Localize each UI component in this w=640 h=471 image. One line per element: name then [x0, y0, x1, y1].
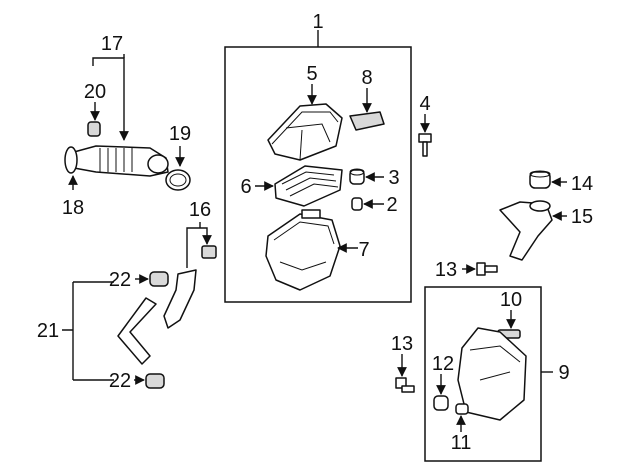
callout-2: 2 [386, 194, 397, 216]
intake-hose-lower [163, 269, 197, 329]
grommet [349, 168, 365, 185]
callout-10: 10 [500, 289, 522, 311]
hose-clamp-right [165, 169, 191, 191]
callout-5: 5 [306, 63, 317, 85]
hose-clamp-left [64, 146, 78, 174]
callout-4: 4 [419, 93, 430, 115]
bolt-upper [476, 262, 498, 276]
callout-17: 17 [101, 33, 123, 55]
inlet-duct-tab [349, 111, 385, 131]
clip [87, 121, 101, 137]
connector [201, 245, 217, 259]
callout-13-upper: 13 [435, 259, 457, 281]
plug [433, 395, 449, 411]
intake-hose [73, 145, 169, 177]
air-cleaner-lower-housing [265, 209, 341, 291]
hose-clamp-lower [145, 373, 165, 389]
callout-22-lower: 22 [109, 370, 131, 392]
callout-16: 16 [189, 199, 211, 221]
callout-18: 18 [62, 197, 84, 219]
callout-11: 11 [451, 432, 472, 454]
callout-15: 15 [571, 206, 593, 228]
resonator [457, 327, 527, 421]
callout-9: 9 [558, 362, 569, 384]
callout-13-lower: 13 [391, 333, 413, 355]
callout-7: 7 [358, 239, 369, 261]
bushing [351, 197, 363, 211]
callout-14: 14 [571, 173, 593, 195]
duct-coupler [529, 170, 551, 189]
air-cleaner-cover [267, 103, 343, 161]
callout-6: 6 [240, 176, 251, 198]
callout-19: 19 [169, 123, 191, 145]
bent-hose [117, 297, 157, 365]
air-filter-element [274, 165, 343, 207]
air-duct [499, 200, 553, 261]
callout-8: 8 [361, 67, 372, 89]
bolt [418, 133, 432, 157]
callout-3: 3 [388, 167, 399, 189]
callout-20: 20 [84, 81, 106, 103]
hose-clamp-upper [149, 271, 169, 287]
resonator-assembly-frame [424, 286, 542, 462]
callout-1: 1 [312, 11, 323, 33]
callout-22-upper: 22 [109, 269, 131, 291]
callout-21: 21 [37, 320, 59, 342]
callout-12: 12 [432, 353, 454, 375]
cap [455, 403, 469, 415]
bolt-lower [395, 377, 415, 393]
